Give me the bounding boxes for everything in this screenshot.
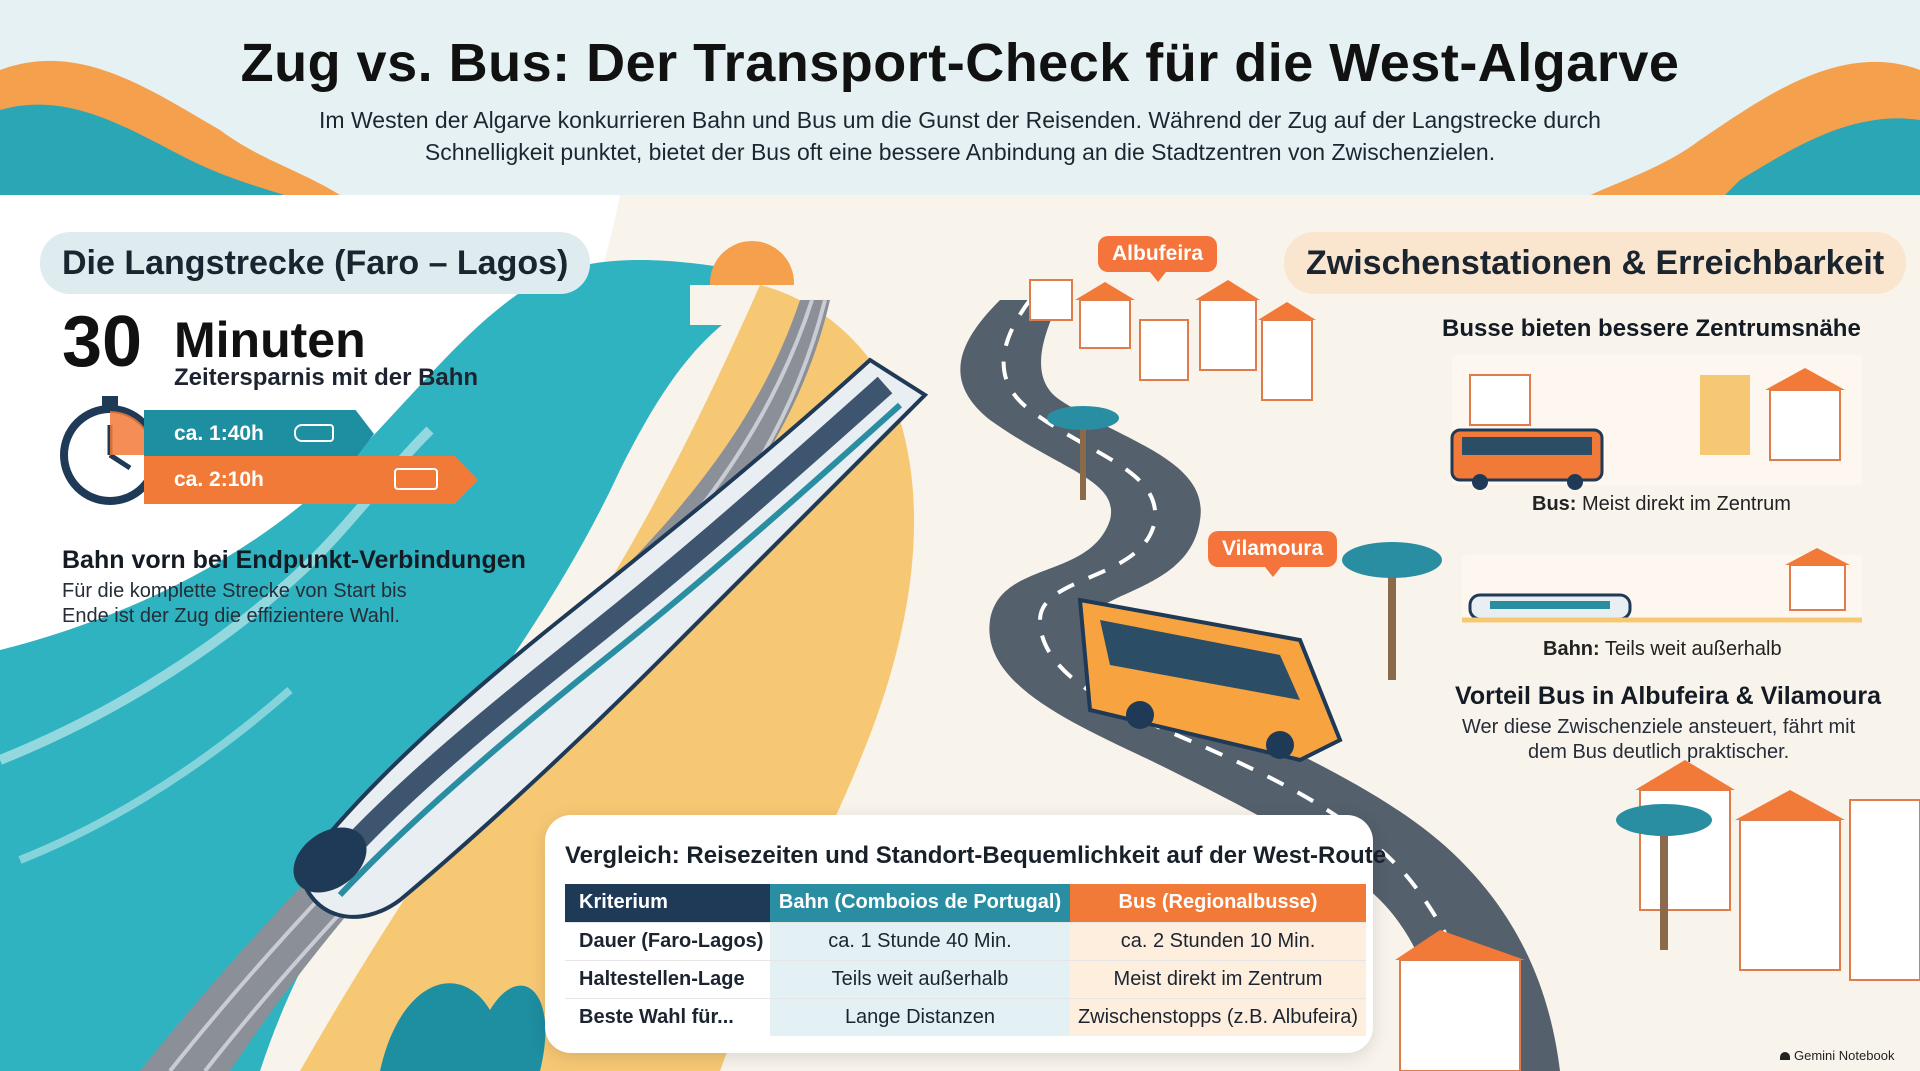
sky xyxy=(0,0,1920,200)
table-cell: Teils weit außerhalb xyxy=(770,959,1070,998)
table-cell: ca. 2 Stunden 10 Min. xyxy=(1070,921,1366,960)
watermark: Gemini Notebook xyxy=(1780,1048,1894,1063)
bus-in-town-illustration xyxy=(1450,355,1862,490)
time-saving-caption: Zeitersparnis mit der Bahn xyxy=(174,364,479,391)
table-cell: Beste Wahl für... xyxy=(565,997,770,1036)
table-cell: Dauer (Faro-Lagos) xyxy=(565,921,770,960)
table-cell: Meist direkt im Zentrum xyxy=(1070,959,1366,998)
notebook-icon xyxy=(1780,1052,1790,1060)
train-advantage-title: Bahn vorn bei Endpunkt-Verbindungen xyxy=(62,546,526,574)
table-cell: Lange Distanzen xyxy=(770,997,1070,1036)
sea xyxy=(0,260,760,1071)
bus-time-label: ca. 2:10h xyxy=(174,468,264,491)
comparison-table-title: Vergleich: Reisezeiten und Standort-Bequ… xyxy=(565,842,1387,869)
palm-trees xyxy=(1047,406,1712,950)
page-subtitle: Im Westen der Algarve konkurrieren Bahn … xyxy=(319,107,1601,165)
bus-advantage-text-2: dem Bus deutlich praktischer. xyxy=(1528,741,1790,763)
table-header-row: Kriterium Bahn (Comboios de Portugal) Bu… xyxy=(565,884,1366,922)
bus-illustration xyxy=(1077,597,1343,763)
map-label-vilamoura: Vilamoura xyxy=(1208,531,1338,577)
table-row: Dauer (Faro-Lagos) ca. 1 Stunde 40 Min. … xyxy=(565,921,1366,960)
wave-top-left-2 xyxy=(0,104,300,200)
sea-highlight-2 xyxy=(18,686,293,864)
bush xyxy=(380,983,546,1071)
bus-advantage-text-1: Wer diese Zwischenziele ansteuert, fährt… xyxy=(1462,716,1856,738)
bus-center-heading: Busse bieten bessere Zentrumsnähe xyxy=(1442,315,1861,342)
train-icon xyxy=(294,424,334,442)
bus-caption: Bus: Meist direkt im Zentrum xyxy=(1532,493,1791,515)
table-cell: ca. 1 Stunde 40 Min. xyxy=(770,921,1070,960)
table-row: Haltestellen-Lage Teils weit außerhalb M… xyxy=(565,959,1366,998)
village-albufeira xyxy=(1029,279,1316,401)
table-cell: Zwischenstopps (z.B. Albufeira) xyxy=(1070,997,1366,1036)
train-caption: Bahn: Teils weit außerhalb xyxy=(1543,638,1782,660)
section-heading-long-distance: Die Langstrecke (Faro – Lagos) xyxy=(40,232,591,294)
page-title: Zug vs. Bus: Der Transport-Check für die… xyxy=(240,33,1680,93)
table-cell: Haltestellen-Lage xyxy=(565,959,770,998)
bus-advantage-title: Vorteil Bus in Albufeira & Vilamoura xyxy=(1455,682,1882,710)
stopwatch-icon xyxy=(60,396,160,505)
table-header-train: Bahn (Comboios de Portugal) xyxy=(770,884,1070,922)
train-time-arrow: ca. 1:40h xyxy=(144,410,374,458)
train-advantage-text-2: Ende ist der Zug die effizientere Wahl. xyxy=(62,605,400,627)
time-saving-unit: Minuten xyxy=(174,312,366,368)
time-saving-number: 30 xyxy=(62,302,143,382)
map-label-albufeira: Albufeira xyxy=(1098,236,1218,282)
train-time-label: ca. 1:40h xyxy=(174,422,264,445)
wave-top-right-2 xyxy=(1720,118,1920,200)
train-outside-illustration xyxy=(1462,548,1862,623)
section-heading-stations: Zwischenstationen & Erreichbarkeit xyxy=(1284,232,1907,294)
table-header-bus: Bus (Regionalbusse) xyxy=(1070,884,1366,922)
bus-icon xyxy=(394,468,438,490)
table-row: Beste Wahl für... Lange Distanzen Zwisch… xyxy=(565,997,1366,1036)
bus-time-arrow: ca. 2:10h xyxy=(144,456,478,504)
train-advantage-text-1: Für die komplette Strecke von Start bis xyxy=(62,580,407,602)
comparison-table: Kriterium Bahn (Comboios de Portugal) Bu… xyxy=(565,884,1366,1036)
table-header-criterion: Kriterium xyxy=(565,884,770,922)
